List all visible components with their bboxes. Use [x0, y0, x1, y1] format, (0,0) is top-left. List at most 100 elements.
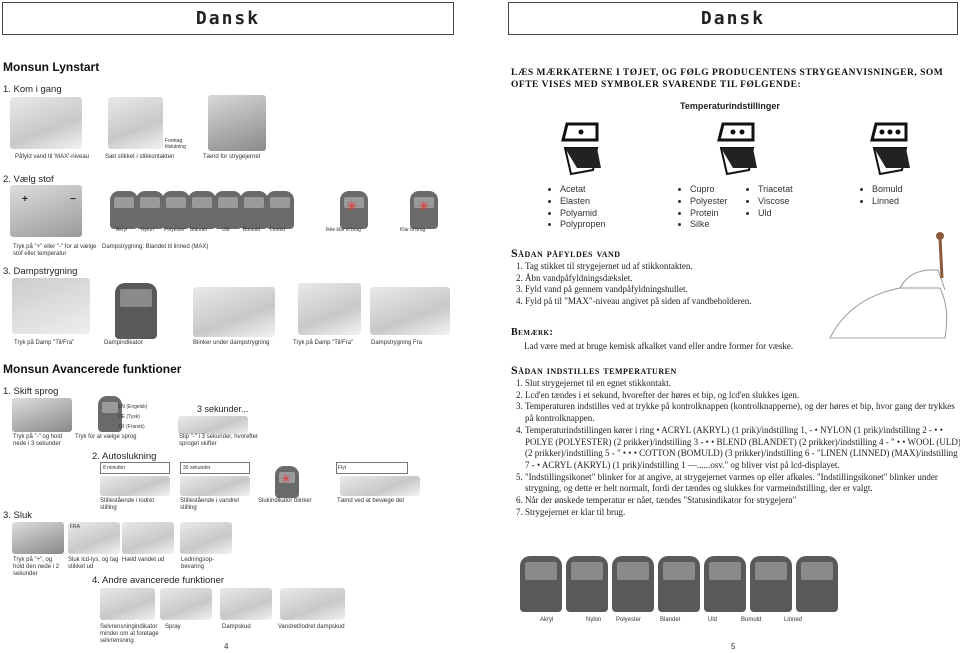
lcd-display: [566, 556, 608, 612]
list-item: Fyld vand på gennem vandpåfyldningshulle…: [525, 284, 815, 296]
steam-off-image: [370, 287, 450, 335]
note-label: Bemærk:: [511, 327, 554, 338]
step-start-title: 1. Kom i gang: [3, 84, 62, 95]
list-item: Lcd'en tændes i et sekund, hvorefter der…: [525, 390, 960, 402]
fabric-device: [188, 191, 216, 229]
release-image: [178, 416, 248, 434]
list-item: Polypropen: [560, 219, 606, 231]
steam-button-image: [12, 278, 90, 334]
step-steam-title: 3. Dampstrygning: [3, 266, 78, 277]
fabric-device: [162, 191, 190, 229]
fabric-label-uld: Uld: [222, 227, 230, 233]
page-number-right: 5: [731, 642, 736, 651]
fabric-label-blandet: Blandet: [190, 227, 207, 233]
language-button-image: [12, 398, 72, 432]
fabric-device: [136, 191, 164, 229]
list-item: Protein: [690, 208, 728, 220]
caption-still-horizontal: Stillestående i vandret stilling: [180, 498, 240, 511]
lcd-display: [658, 556, 700, 612]
caption-press-fabric: Tryk på "+" eller "-" for at vælge stof …: [13, 244, 97, 257]
lcd-label-akryl: Akryl: [540, 617, 554, 623]
step-autooff-title: 2. Autoslukning: [92, 451, 157, 462]
step-fabric-title: 2. Vælg stof: [3, 174, 54, 185]
caption-off-indicator: Slukindikator blinker: [258, 498, 312, 504]
list-item: Cupro: [690, 184, 728, 196]
list-item: Linned: [872, 196, 903, 208]
language-de: DE (Tysk): [118, 414, 140, 420]
spray-image: [160, 588, 212, 620]
temp-set-steps: Slut strygejernet til en egnet stikkonta…: [511, 378, 960, 518]
iron-one-dot-icon: [557, 118, 607, 183]
caption-move-on: Tænd ved at bevæge det: [337, 498, 405, 504]
control-panel-image: [10, 185, 82, 237]
caption-steam-off: Dampstrygning Fra: [371, 340, 423, 346]
caption-vertical-shot: Vandret/lodret dampskud: [278, 624, 345, 630]
iron-filling-illustration: [820, 228, 955, 353]
caption-release-minus: Slip "-" i 3 sekunder, hvorefter sproget…: [179, 434, 258, 447]
caption-still-vertical: Stillestående i lodret stilling: [100, 498, 155, 511]
fabric-list-1: Acetat Elasten Polyamid Polypropen: [548, 184, 606, 231]
list-item: Bomuld: [872, 184, 903, 196]
page-number-left: 4: [224, 642, 229, 651]
plus-icon: +: [22, 194, 28, 205]
language-device: [98, 396, 122, 432]
caption-steam-shot: Dampskud: [222, 624, 251, 630]
list-item: Elasten: [560, 196, 606, 208]
caption-hold-minus: Tryk på "-" og hold nede i 3 sekunder: [13, 434, 63, 447]
lcd-display: [612, 556, 654, 612]
auto-off-bar-2: [180, 462, 250, 474]
lcd-label-polyester: Polyester: [616, 617, 642, 623]
ready-indicator-icon: ✳: [418, 198, 430, 214]
list-item: Temperaturindstillingen kører i ring • A…: [525, 425, 960, 472]
auto-off-bar-1: [100, 462, 170, 474]
fabric-list-2: Cupro Polyester Protein Silke: [678, 184, 728, 231]
temp-set-title: Sådan indstilles temperaturen: [511, 363, 677, 377]
list-item: Slut strygejernet til en egnet stikkonta…: [525, 378, 960, 390]
fabric-device: [240, 191, 268, 229]
list-item: Polyamid: [560, 208, 606, 220]
ready-label: Klar til brug: [400, 227, 426, 233]
seconds-label: 3 sekunder...: [197, 404, 249, 414]
steam-on-image: [298, 283, 361, 335]
fabric-device: [266, 191, 294, 229]
off-blink-icon: ✳: [281, 472, 292, 486]
step-more-title: 4. Andre avancerede funktioner: [92, 575, 225, 586]
move-box: [336, 462, 408, 474]
intro-text: Læs mærkaterne i tøjet, og følg producen…: [511, 68, 944, 90]
eight-minutes: 8 minutter: [103, 465, 126, 471]
empty-water-image: [122, 522, 174, 554]
fabric-device: [110, 191, 138, 229]
note-text: Lad være med at bruge kemisk afkalket va…: [524, 341, 794, 351]
fill-water-title: Sådan påfyldes vand: [511, 246, 621, 260]
iron-two-dots-icon: [713, 118, 763, 183]
language-en: EN (Engelsk): [118, 404, 148, 410]
language-fr: FR (Fransk): [118, 424, 145, 430]
lcd-label-uld: Uld: [708, 617, 718, 623]
caption-steam-toggle: Tryk på Damp "Til/Fra": [14, 340, 75, 346]
section-title-quickstart: Monsun Lynstart: [3, 60, 100, 74]
page-header-left: Dansk: [2, 2, 454, 35]
steam-shot-image: [220, 588, 272, 620]
page-header-right: Dansk: [508, 2, 958, 35]
caption-plug: Sæt stikket i stikkontakten: [105, 154, 175, 160]
horizontal-iron-image: [180, 476, 250, 496]
list-item: Strygejernet er klar til brug.: [525, 507, 960, 519]
fra-label: FRA: [70, 524, 80, 530]
vertical-iron-image: [100, 476, 170, 496]
steam-ironing-image: [193, 287, 275, 337]
lcd-display: [704, 556, 746, 612]
fabric-device: [214, 191, 242, 229]
blink-icon: ✳: [346, 198, 358, 214]
fabric-list-4: Bomuld Linned: [860, 184, 903, 208]
caption-power: Tænd for strygejernet: [203, 154, 261, 160]
steam-indicator-device: [115, 283, 157, 339]
lcd-display: [796, 556, 838, 612]
caption-select-language: Tryk for at vælge sprog: [75, 434, 137, 440]
lcd-label-linned: Linned: [784, 617, 803, 623]
not-ready-device: [340, 191, 368, 229]
caption-steam-max: Dampstrygning: Blandet til linned (MAX): [102, 244, 209, 250]
caption-hold-plus: Tryk på "+", og hold den nede i 2 sekund…: [13, 557, 60, 577]
list-item: Triacetat: [758, 184, 793, 196]
list-item: Acetat: [560, 184, 606, 196]
caption-fill: Påfyld vand til 'MAX'-niveau: [15, 154, 89, 160]
